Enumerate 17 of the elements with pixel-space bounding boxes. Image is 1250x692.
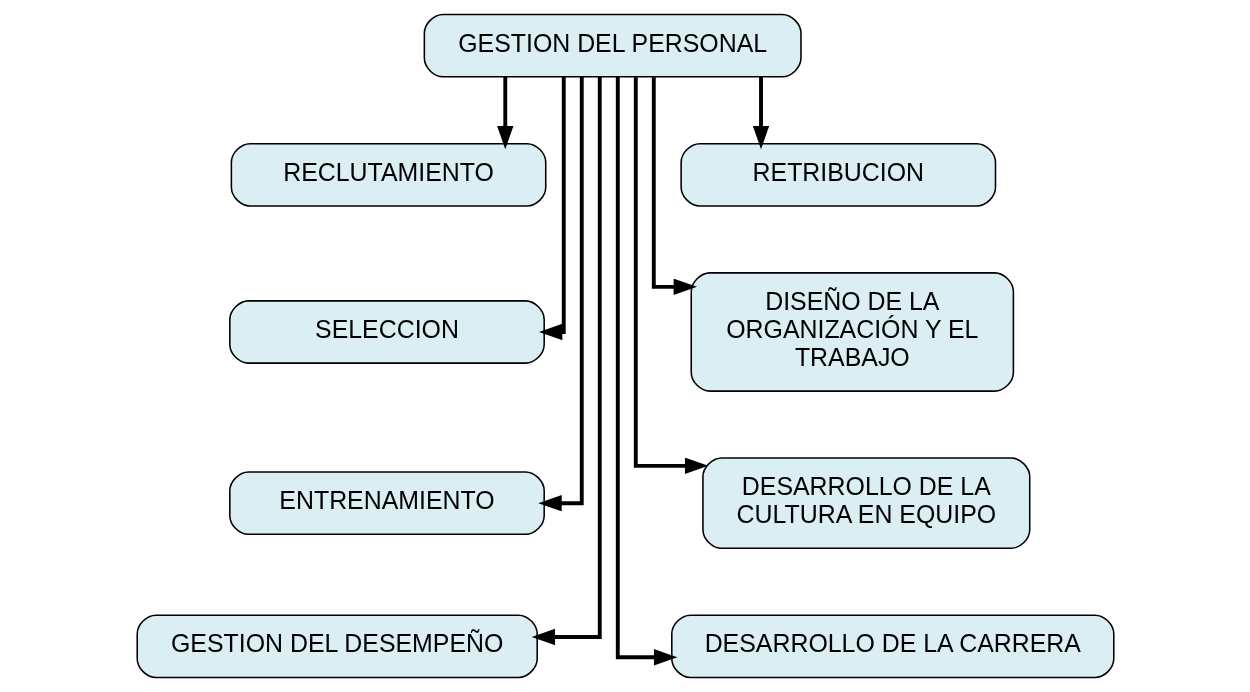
node-box: DISEÑO DE LA ORGANIZACIÓN Y EL TRABAJO	[689, 272, 1014, 392]
node-box: DESARROLLO DE LA CARRERA	[670, 614, 1115, 679]
node-box: SELECCION	[228, 300, 545, 364]
arrow	[752, 76, 769, 150]
arrow	[531, 77, 602, 646]
node-box: DESARROLLO DE LA CULTURA EN EQUIPO	[701, 457, 1030, 550]
node-box: RECLUTAMIENTO	[230, 142, 546, 207]
arrow	[496, 76, 513, 150]
node-box: RETRIBUCION	[679, 142, 996, 207]
arrow	[538, 76, 566, 341]
node-box: GESTION DEL PERSONAL	[423, 13, 802, 78]
node-box: GESTION DEL DESEMPEÑO	[135, 614, 538, 679]
arrow	[651, 77, 697, 296]
node-box: ENTRENAMIENTO	[228, 471, 545, 536]
arrow	[615, 76, 677, 666]
arrow	[537, 77, 584, 512]
arrow	[633, 77, 708, 475]
